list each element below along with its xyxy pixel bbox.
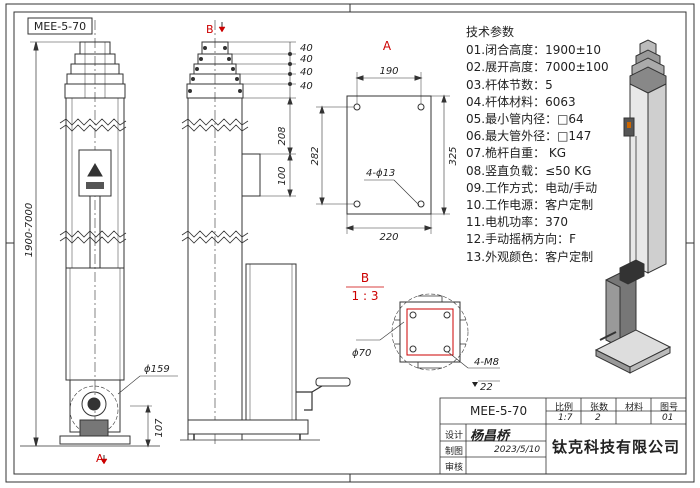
tb-row-design: 设计	[445, 431, 464, 441]
spec-item: 08.竖直负载：≤50 KG	[466, 163, 592, 178]
model-label-box	[27, 17, 93, 35]
dim-thread: 4-M8	[474, 357, 499, 368]
front-view	[20, 20, 178, 465]
section-a-plate	[316, 72, 450, 234]
dim-plate-height-left: 282	[310, 146, 321, 165]
spec-item: 02.展开高度：7000±100	[466, 60, 609, 75]
detail-b-scale: 1 : 3	[352, 289, 379, 303]
designer-signature: 杨昌桥	[470, 429, 510, 444]
section-b-marker-top: B	[206, 23, 214, 36]
spec-item: 11.电机功率：370	[466, 215, 568, 230]
tb-header-material: 材料	[625, 403, 644, 413]
dim-plate-height-right: 325	[448, 146, 459, 165]
side-view	[180, 20, 351, 446]
spec-item: 07.桅杆自重： KG	[466, 146, 567, 161]
dim-overall-height: 1900-7000	[24, 203, 35, 258]
technical-parameters: 技术参数 01.闭合高度：1900±10 02.展开高度：7000±100 03…	[466, 24, 626, 266]
title-block	[439, 397, 687, 475]
dim-40-4: 40	[300, 81, 313, 92]
dim-plate-width-top: 190	[379, 66, 398, 77]
tb-header-scale: 比例	[555, 403, 574, 413]
section-b-title: B	[361, 271, 369, 285]
tb-value-scale: 1:7	[558, 413, 573, 423]
tb-header-sheets: 张数	[590, 403, 609, 413]
spec-item: 12.手动摇柄方向：F	[466, 232, 576, 247]
dim-40-1: 40	[300, 43, 313, 54]
tb-value-sheets: 2	[595, 413, 601, 423]
section-a-marker-bottom: A	[96, 452, 104, 465]
tb-header-drawing-number: 图号	[660, 403, 679, 413]
dim-208: 208	[277, 126, 288, 145]
isometric-view	[594, 39, 672, 374]
title-block-drawing-no: MEE-5-70	[470, 404, 528, 418]
spec-item: 03.杆体节数：5	[466, 77, 553, 92]
dim-thread-depth: 22	[480, 382, 493, 393]
spec-item: 13.外观颜色：客户定制	[466, 249, 594, 264]
dim-40-2: 40	[300, 54, 313, 65]
spec-item: 10.工作电源：客户定制	[466, 198, 594, 213]
tb-date: 2023/5/10	[494, 445, 541, 455]
dim-40-3: 40	[300, 67, 313, 78]
dim-plate-width-bottom: 220	[379, 232, 398, 243]
dim-plate-holes: 4-ϕ13	[366, 168, 395, 179]
specs-title: 技术参数	[466, 25, 515, 39]
tb-row-review: 审核	[445, 463, 464, 473]
detail-b-view	[356, 293, 500, 382]
dim-base-height: 107	[154, 418, 165, 438]
spec-item: 01.闭合高度：1900±10	[466, 43, 601, 58]
spec-item: 04.杆体材料：6063	[466, 94, 576, 109]
tb-row-draft: 制图	[445, 447, 464, 457]
section-a-title: A	[383, 39, 392, 53]
dim-tube-diameter: ϕ70	[352, 348, 371, 359]
dim-100: 100	[277, 166, 288, 185]
company-name: 钛克科技有限公司	[552, 438, 681, 456]
model-label: MEE-5-70	[34, 20, 86, 33]
spec-item: 06.最大管外径：□147	[466, 129, 592, 144]
spec-item: 09.工作方式：电动/手动	[466, 180, 598, 195]
tb-value-drawing-number: 01	[662, 413, 674, 423]
spec-item: 05.最小管内径：□64	[466, 112, 584, 127]
dim-motor-diameter: ϕ159	[144, 364, 170, 375]
